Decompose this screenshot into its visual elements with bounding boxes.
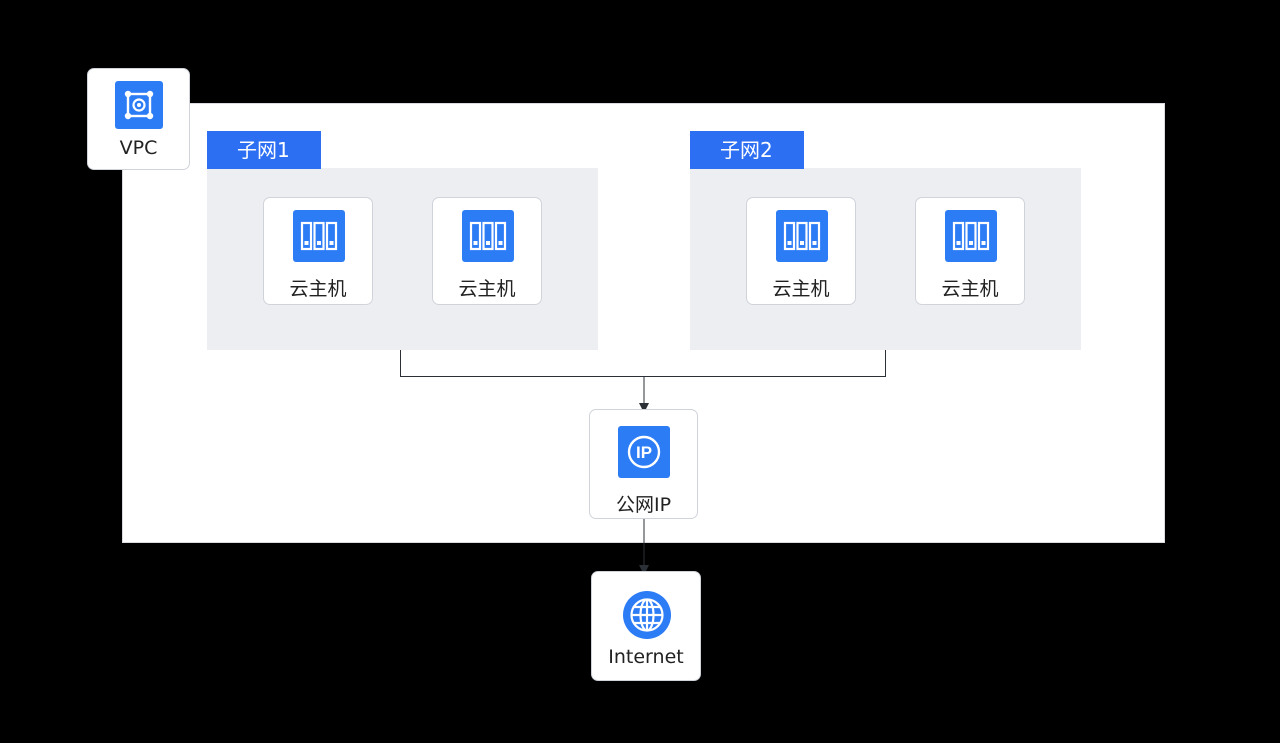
host-card[interactable]: 云主机: [432, 197, 542, 305]
internet-card[interactable]: Internet: [591, 571, 701, 681]
svg-text:IP: IP: [636, 443, 652, 462]
globe-icon: [621, 589, 673, 641]
host-label: 云主机: [941, 278, 999, 300]
host-card[interactable]: 云主机: [746, 197, 856, 305]
subnet-2-label: 子网2: [690, 131, 804, 169]
public-ip-card[interactable]: IP 公网IP: [589, 409, 698, 519]
host-card[interactable]: 云主机: [263, 197, 373, 305]
public-ip-label: 公网IP: [615, 494, 672, 516]
subnet-1-connector: [400, 350, 644, 377]
subnet-1-label: 子网1: [207, 131, 321, 169]
server-icon: [462, 210, 514, 262]
host-card[interactable]: 云主机: [915, 197, 1025, 305]
subnet-2-connector: [644, 350, 886, 377]
internet-label: Internet: [608, 646, 684, 668]
ip-icon: IP: [618, 426, 670, 478]
host-label: 云主机: [458, 278, 516, 300]
host-label: 云主机: [289, 278, 347, 300]
vpc-label: VPC: [119, 137, 158, 159]
vpc-icon: [115, 81, 163, 129]
server-icon: [945, 210, 997, 262]
server-icon: [776, 210, 828, 262]
host-label: 云主机: [772, 278, 830, 300]
vpc-card[interactable]: VPC: [87, 68, 190, 170]
server-icon: [293, 210, 345, 262]
